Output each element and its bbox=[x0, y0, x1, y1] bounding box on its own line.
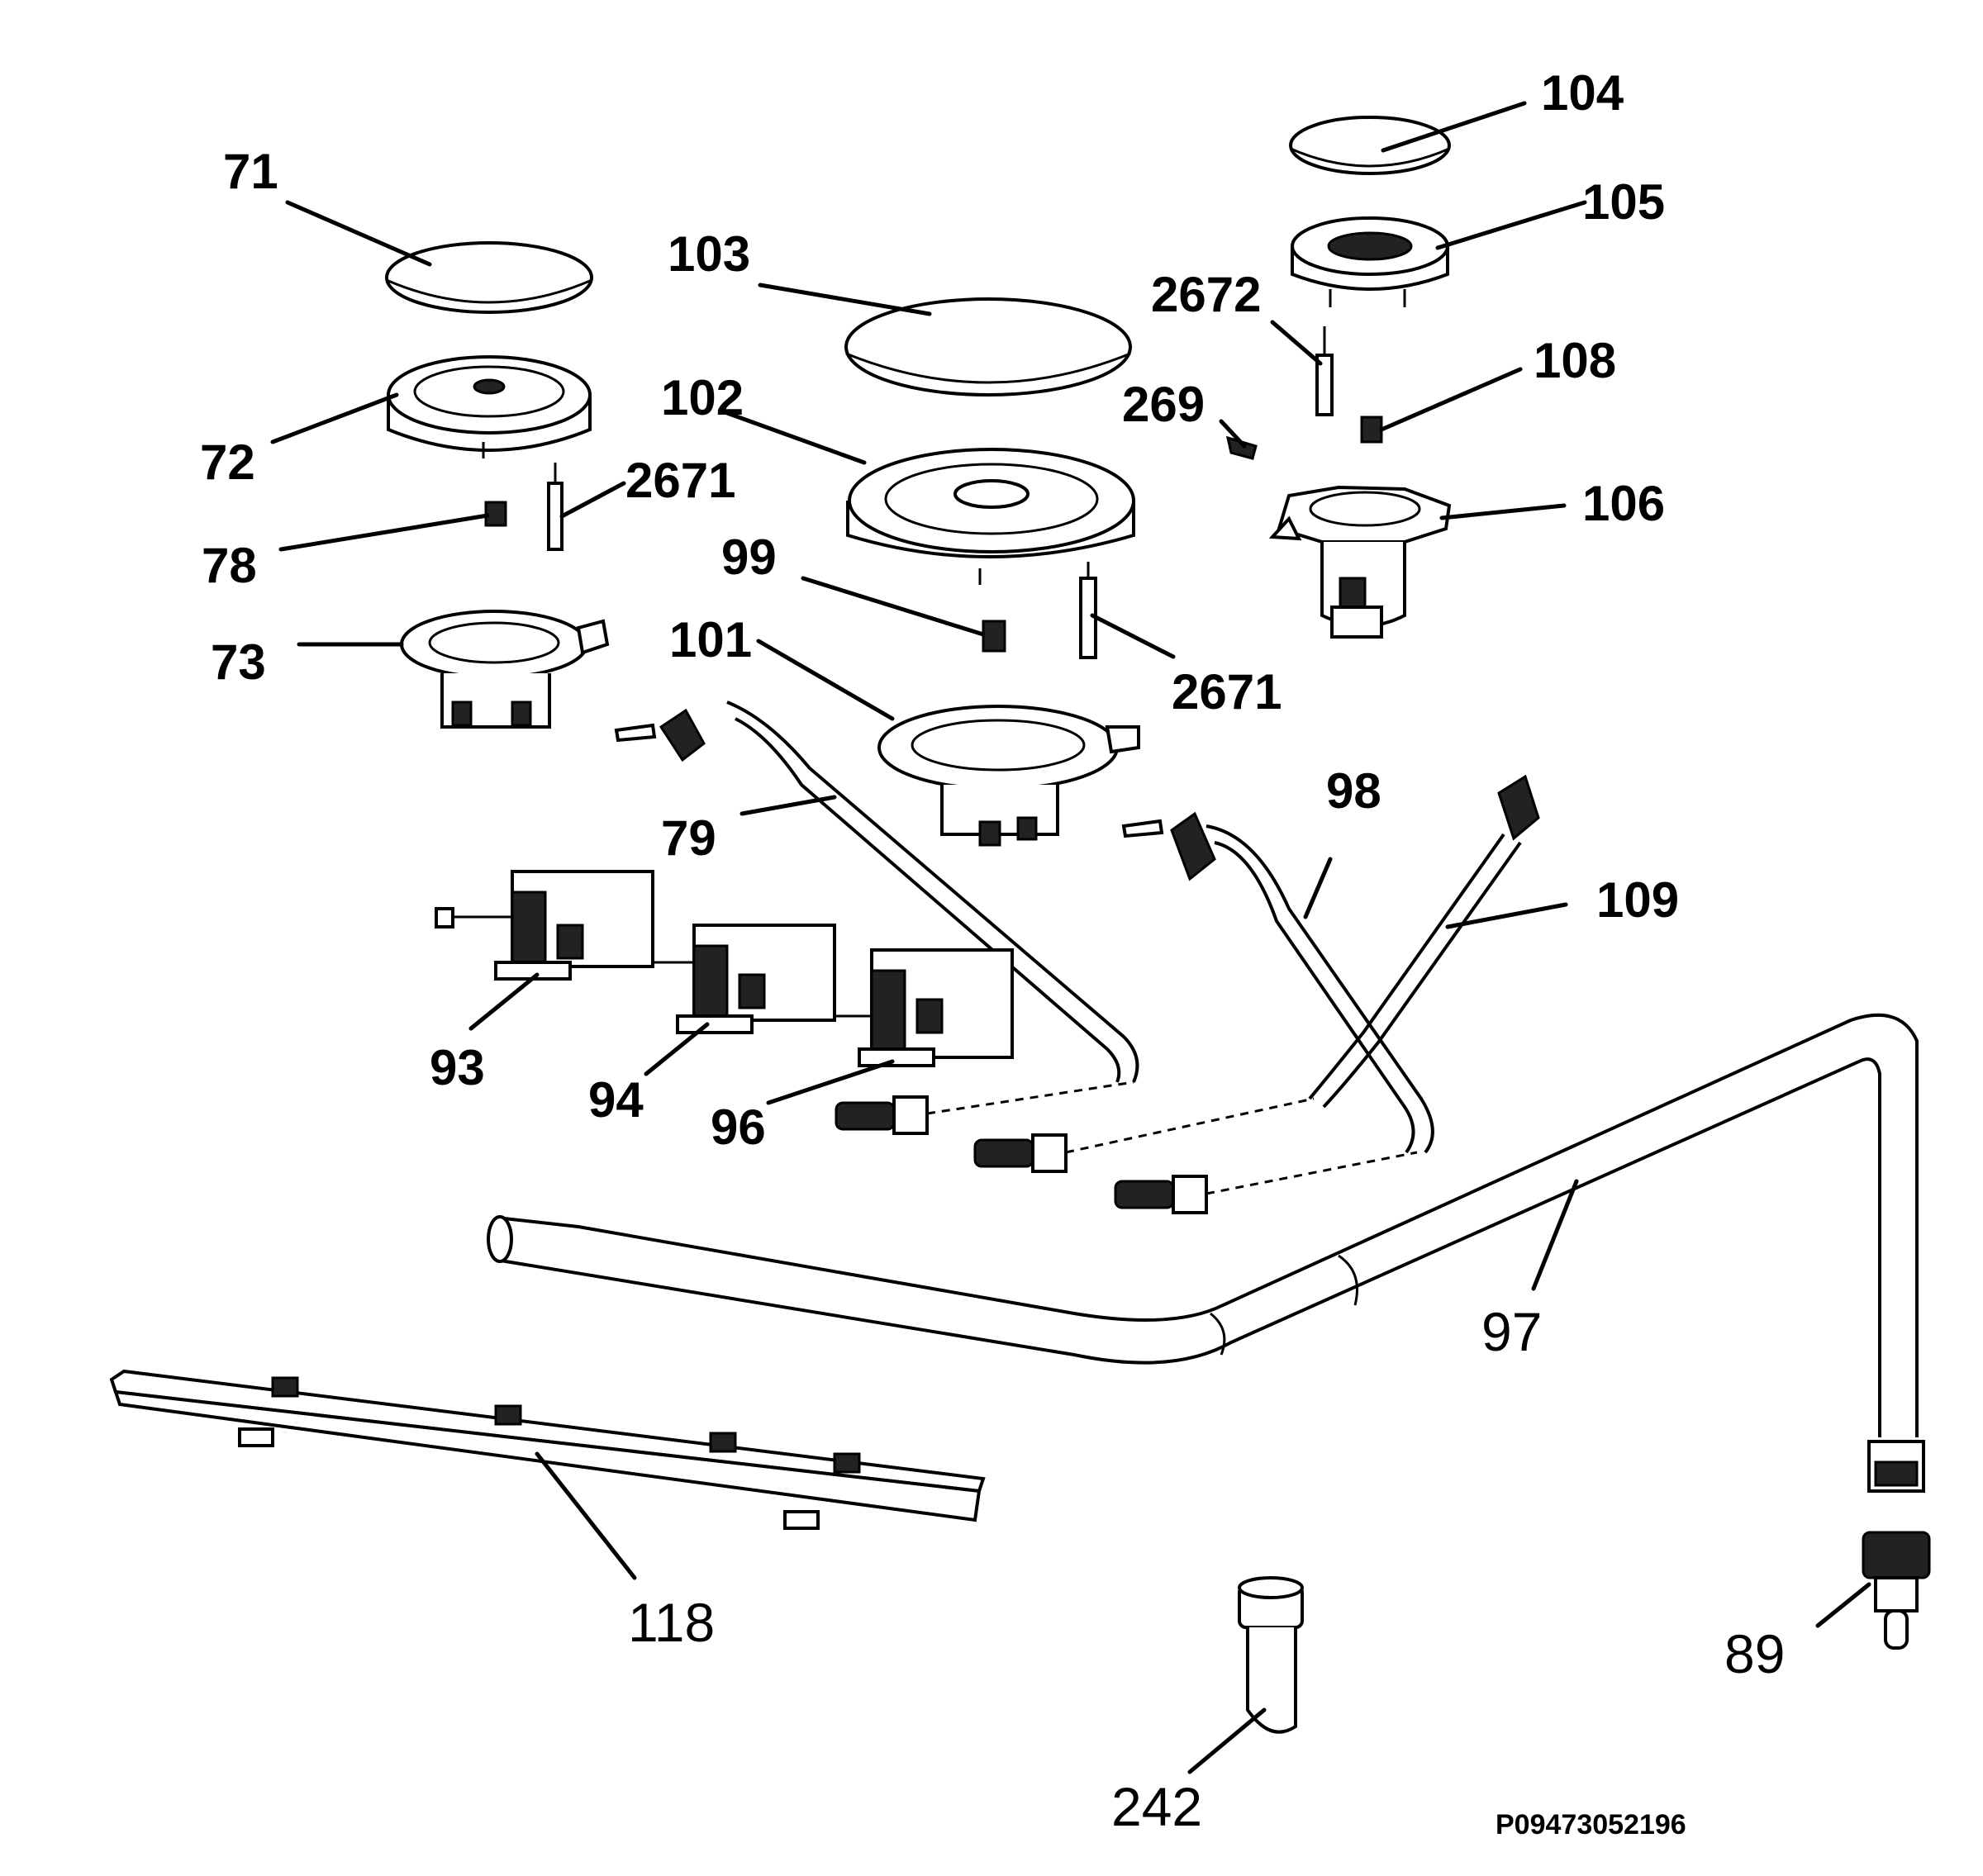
part-102-burner-crown bbox=[846, 448, 1135, 585]
part-99-injector bbox=[982, 620, 1006, 653]
part-106-burner-base bbox=[1268, 485, 1452, 639]
callout-2671-center: 2671 bbox=[1172, 664, 1282, 720]
part-2672-electrode bbox=[1315, 326, 1334, 416]
callout-102: 102 bbox=[661, 370, 744, 425]
part-104-burner-cap bbox=[1289, 116, 1451, 175]
callout-103: 103 bbox=[668, 226, 750, 282]
leader-lines bbox=[270, 101, 1871, 1774]
callout-108: 108 bbox=[1534, 333, 1616, 388]
callout-99: 99 bbox=[721, 530, 777, 585]
callout-89: 89 bbox=[1724, 1623, 1785, 1684]
part-103-burner-cap bbox=[844, 297, 1132, 397]
callout-269: 269 bbox=[1122, 377, 1205, 432]
callout-94: 94 bbox=[588, 1072, 644, 1128]
callout-97: 97 bbox=[1481, 1301, 1542, 1362]
callout-118: 118 bbox=[628, 1592, 715, 1653]
callout-79: 79 bbox=[661, 810, 716, 866]
part-71-burner-cap bbox=[385, 241, 593, 314]
callout-101: 101 bbox=[669, 612, 752, 667]
part-2671-electrode-left bbox=[547, 463, 564, 551]
part-97-gas-rail bbox=[487, 1013, 1925, 1493]
document-number: P09473052196 bbox=[1496, 1809, 1686, 1840]
callout-72: 72 bbox=[200, 435, 255, 490]
pipe-fittings bbox=[835, 1080, 1418, 1214]
callout-96: 96 bbox=[711, 1099, 766, 1155]
callout-71: 71 bbox=[223, 144, 278, 199]
callout-2671-left: 2671 bbox=[625, 453, 735, 508]
part-108-injector bbox=[1360, 416, 1383, 444]
part-73-burner-base bbox=[400, 610, 610, 729]
callout-78: 78 bbox=[202, 538, 257, 593]
callout-106: 106 bbox=[1582, 476, 1665, 531]
part-118-mounting-rail bbox=[109, 1369, 986, 1530]
part-109-gas-pipe bbox=[1308, 774, 1540, 1109]
callout-98: 98 bbox=[1326, 763, 1381, 819]
part-105-burner-crown bbox=[1291, 216, 1449, 307]
part-98-gas-pipe bbox=[1121, 811, 1434, 1154]
callout-242: 242 bbox=[1111, 1776, 1202, 1837]
part-72-burner-crown bbox=[387, 355, 592, 458]
part-78-injector bbox=[484, 501, 507, 527]
part-93-gas-tap bbox=[435, 870, 654, 981]
callout-93: 93 bbox=[430, 1040, 485, 1095]
part-2671-electrode-center bbox=[1079, 562, 1097, 659]
part-96-gas-tap bbox=[835, 948, 1014, 1067]
part-269-screw bbox=[1225, 435, 1258, 460]
callout-105: 105 bbox=[1582, 174, 1665, 230]
part-79-gas-pipe bbox=[614, 701, 1139, 1083]
callout-2672: 2672 bbox=[1151, 267, 1261, 322]
part-101-burner-base bbox=[877, 705, 1140, 847]
callout-73: 73 bbox=[211, 634, 266, 690]
callout-104: 104 bbox=[1541, 65, 1624, 121]
callout-109: 109 bbox=[1596, 872, 1679, 928]
part-242-fitting bbox=[1238, 1576, 1304, 1734]
part-94-gas-tap bbox=[653, 924, 836, 1034]
part-89-connector bbox=[1862, 1531, 1931, 1650]
